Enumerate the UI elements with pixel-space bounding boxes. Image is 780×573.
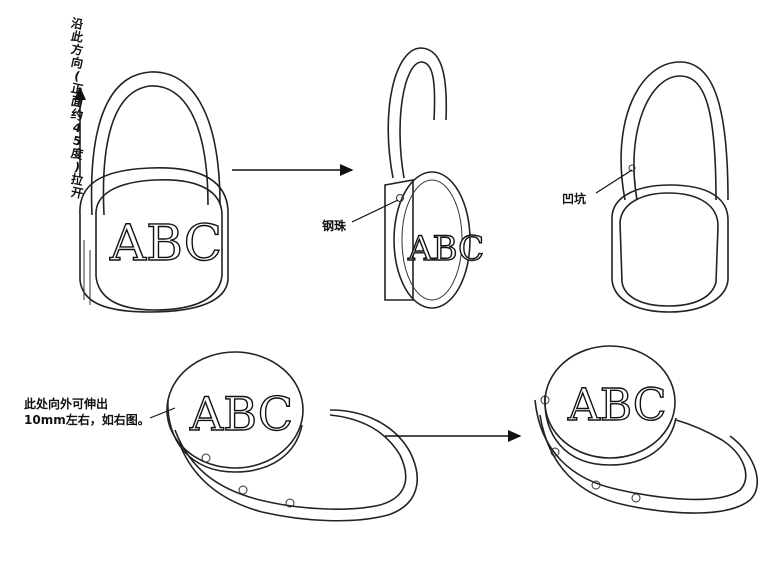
shackle-back-inner (633, 75, 717, 201)
ext-hinge-1 (540, 395, 550, 405)
figure-hook-partial: ABC (166, 351, 418, 522)
steel-ball-label: 钢珠 (322, 218, 347, 233)
face-text-5: ABC (567, 380, 667, 431)
figure-hook-extended: ABC (534, 345, 759, 514)
shackle-back-outer (620, 61, 729, 201)
body-face-inner (401, 179, 463, 301)
pull-direction-char: 开 (69, 184, 85, 202)
hinge-1 (201, 453, 211, 463)
lock-side-detail (83, 240, 91, 305)
dimple-marker (628, 164, 636, 172)
ext-hinge-4 (631, 493, 641, 503)
figure-open-side: ABC (384, 47, 485, 309)
face-text-2: ABC (407, 229, 484, 269)
shackle-lifted-outer (387, 47, 448, 179)
dimple-label: 凹坑 (562, 191, 586, 206)
ext-hinge-2 (550, 447, 560, 457)
lock-face (95, 179, 223, 311)
ext-body-edge (544, 394, 677, 466)
lock-body-back (79, 167, 229, 313)
shackle-inner (102, 85, 209, 216)
figure-closed-lock: ABC (79, 71, 229, 313)
back-body-outer (611, 184, 729, 313)
steel-ball-leader (351, 199, 399, 223)
body-face (393, 171, 471, 309)
extend-note-line1: 此处向外可伸出 (24, 396, 108, 411)
face-text-4: ABC (189, 387, 293, 441)
extend-note-leader (149, 407, 176, 419)
ext-arm-inner (539, 414, 759, 514)
back-body-face (619, 192, 719, 307)
shackle-lifted-inner (399, 61, 436, 179)
arm-inner (179, 409, 418, 522)
shackle-outer (90, 71, 221, 216)
ext-arm-outer (534, 399, 747, 501)
face-text: ABC (109, 214, 222, 272)
ext-hinge-3 (591, 480, 601, 490)
hook-body-face (166, 351, 304, 469)
figure-open-back (611, 61, 729, 313)
extend-note-line2: 10mm左右，如右图。 (24, 412, 150, 427)
steel-ball-marker (396, 194, 404, 202)
hook-body-edge (167, 399, 303, 473)
hinge-3 (285, 498, 295, 508)
hinge-2 (238, 485, 248, 495)
arm-outer (174, 414, 407, 510)
dimple-leader (595, 169, 633, 194)
